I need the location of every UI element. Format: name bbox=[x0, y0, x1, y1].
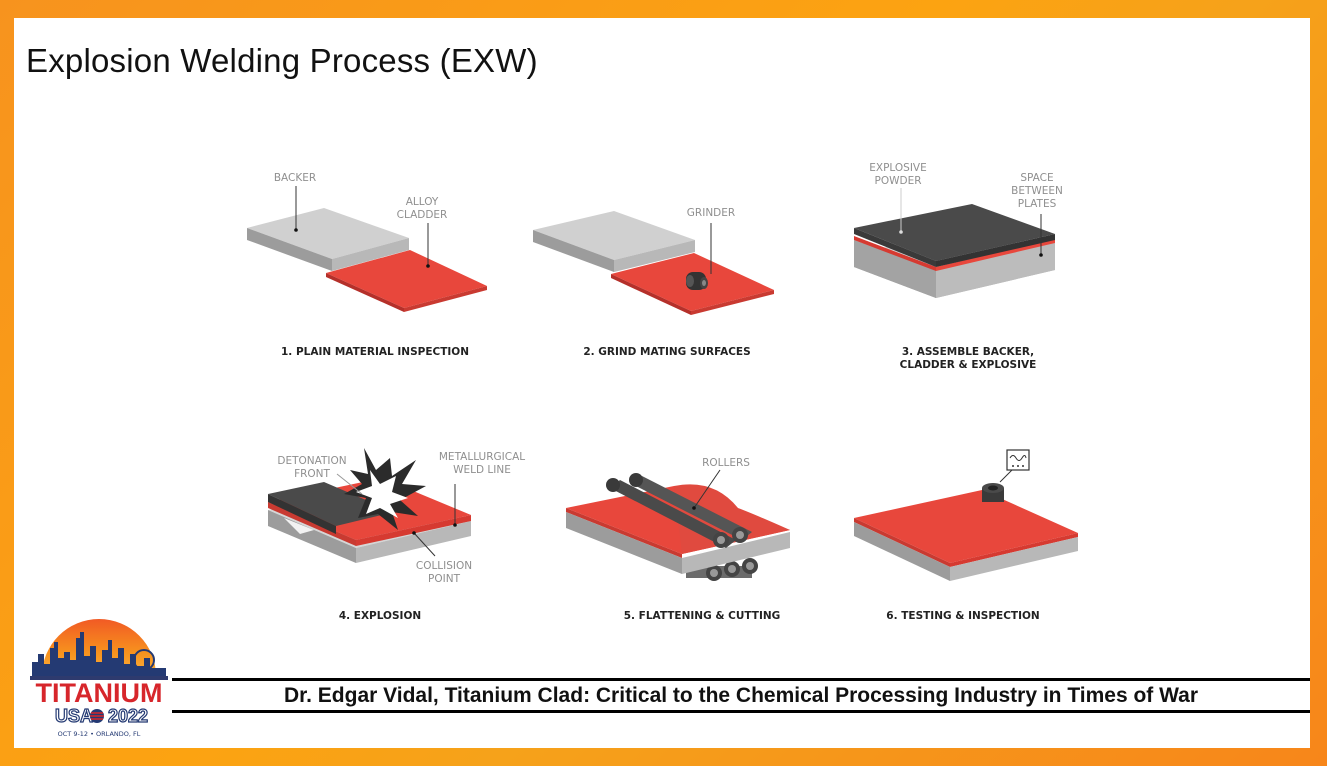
logo-year: 2022 bbox=[108, 706, 148, 726]
slide-title: Explosion Welding Process (EXW) bbox=[26, 42, 538, 79]
logo-usa: USA bbox=[55, 706, 93, 726]
caption-step-2: 2. GRIND MATING SURFACES bbox=[583, 346, 750, 358]
caption-step-1: 1. PLAIN MATERIAL INSPECTION bbox=[281, 346, 469, 358]
monitor-icon bbox=[1006, 449, 1030, 471]
label-backer: BACKER bbox=[274, 172, 316, 184]
label-grinder: GRINDER bbox=[687, 207, 735, 219]
logo-word: TITANIUM bbox=[36, 678, 163, 708]
label-rollers: ROLLERS bbox=[702, 457, 750, 469]
footer-citation: Dr. Edgar Vidal, Titanium Clad: Critical… bbox=[283, 684, 1199, 707]
footer-rule-top bbox=[172, 678, 1310, 681]
upper-rollers-icon bbox=[606, 473, 752, 548]
logo-dates: OCT 9-12 • ORLANDO, FL bbox=[58, 730, 141, 738]
caption-step-6: 6. TESTING & INSPECTION bbox=[886, 610, 1039, 622]
step-2-grind-mating-surfaces: GRINDER 2. GRIND MATING SURFACES bbox=[533, 207, 774, 358]
caption-step-4: 4. EXPLOSION bbox=[339, 610, 421, 622]
step-5-flattening-cutting: ROLLERS 5. FLATTENING & CUTTING bbox=[566, 457, 790, 622]
ultrasonic-probe-icon bbox=[982, 483, 1004, 502]
caption-step-5: 5. FLATTENING & CUTTING bbox=[624, 610, 781, 622]
step-6-testing-inspection: 6. TESTING & INSPECTION bbox=[854, 449, 1078, 622]
slide: Explosion Welding Process (EXW) BACKER A… bbox=[14, 18, 1310, 748]
footer-rule-bottom bbox=[172, 710, 1310, 713]
grinder-icon bbox=[686, 272, 708, 290]
caption-step-3: 3. ASSEMBLE BACKER,CLADDER & EXPLOSIVE bbox=[900, 346, 1037, 371]
titanium-usa-2022-logo: TITANIUM USA 2022 OCT 9-12 • ORLANDO, FL bbox=[30, 619, 168, 738]
